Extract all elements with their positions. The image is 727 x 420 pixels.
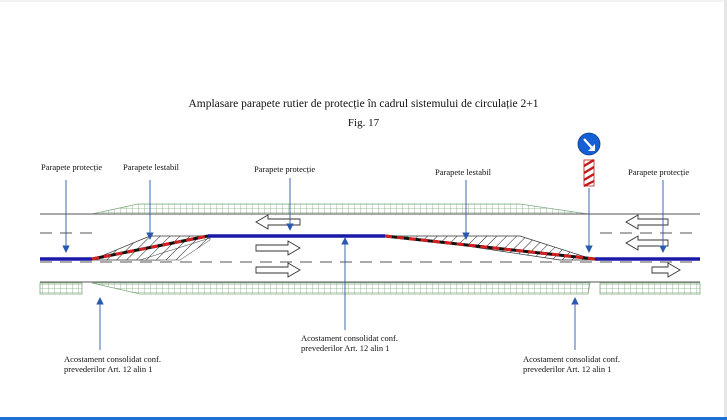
- keep-right-sign-icon: [577, 132, 601, 156]
- hatched-island-left-lower: [139, 237, 211, 261]
- label-acostament-right-line2: prevederilor Art. 12 alin 1: [523, 364, 612, 374]
- shoulder-bottom-left: [39, 282, 83, 295]
- bollard-icon: [583, 159, 595, 187]
- label-acostament-left: Acostament consolidat conf. prevederilor…: [64, 354, 161, 374]
- label-acostament-left-line1: Acostament consolidat conf.: [64, 354, 162, 364]
- lestabil-barrier-right-base: [384, 234, 596, 261]
- label-parapete-lestabil-right: Parapete lestabil: [435, 167, 491, 177]
- label-acostament-center: Acostament consolidat conf. prevederilor…: [301, 333, 398, 353]
- pointer-arrows: [62, 178, 667, 350]
- lestabil-barrier-left: [91, 234, 209, 261]
- window-edge-top: [0, 0, 727, 2]
- shoulder-bottom-middle: [91, 282, 591, 295]
- label-acostament-right-line1: Acostament consolidat conf.: [523, 354, 621, 364]
- direction-arrow-icon: [255, 214, 681, 278]
- shoulder-top: [91, 203, 589, 215]
- label-acostament-left-line2: prevederilor Art. 12 alin 1: [64, 364, 153, 374]
- label-parapete-lestabil-left: Parapete lestabil: [123, 162, 179, 172]
- window-edge-bottom: [0, 417, 727, 420]
- label-acostament-center-line2: prevederilor Art. 12 alin 1: [301, 343, 390, 353]
- figure-label: Fig. 17: [347, 117, 380, 129]
- label-parapete-protectie-left: Parapete protecție: [41, 162, 103, 172]
- shoulder-bottom-right: [599, 282, 701, 295]
- label-parapete-protectie-center: Parapete protecție: [254, 164, 316, 174]
- window-edge-right: [724, 0, 727, 420]
- label-acostament-right: Acostament consolidat conf. prevederilor…: [523, 354, 620, 374]
- label-parapete-protectie-right: Parapete protecție: [628, 167, 690, 177]
- diagram-title: Amplasare parapete rutier de protecție î…: [188, 98, 539, 110]
- label-acostament-center-line1: Acostament consolidat conf.: [301, 333, 399, 343]
